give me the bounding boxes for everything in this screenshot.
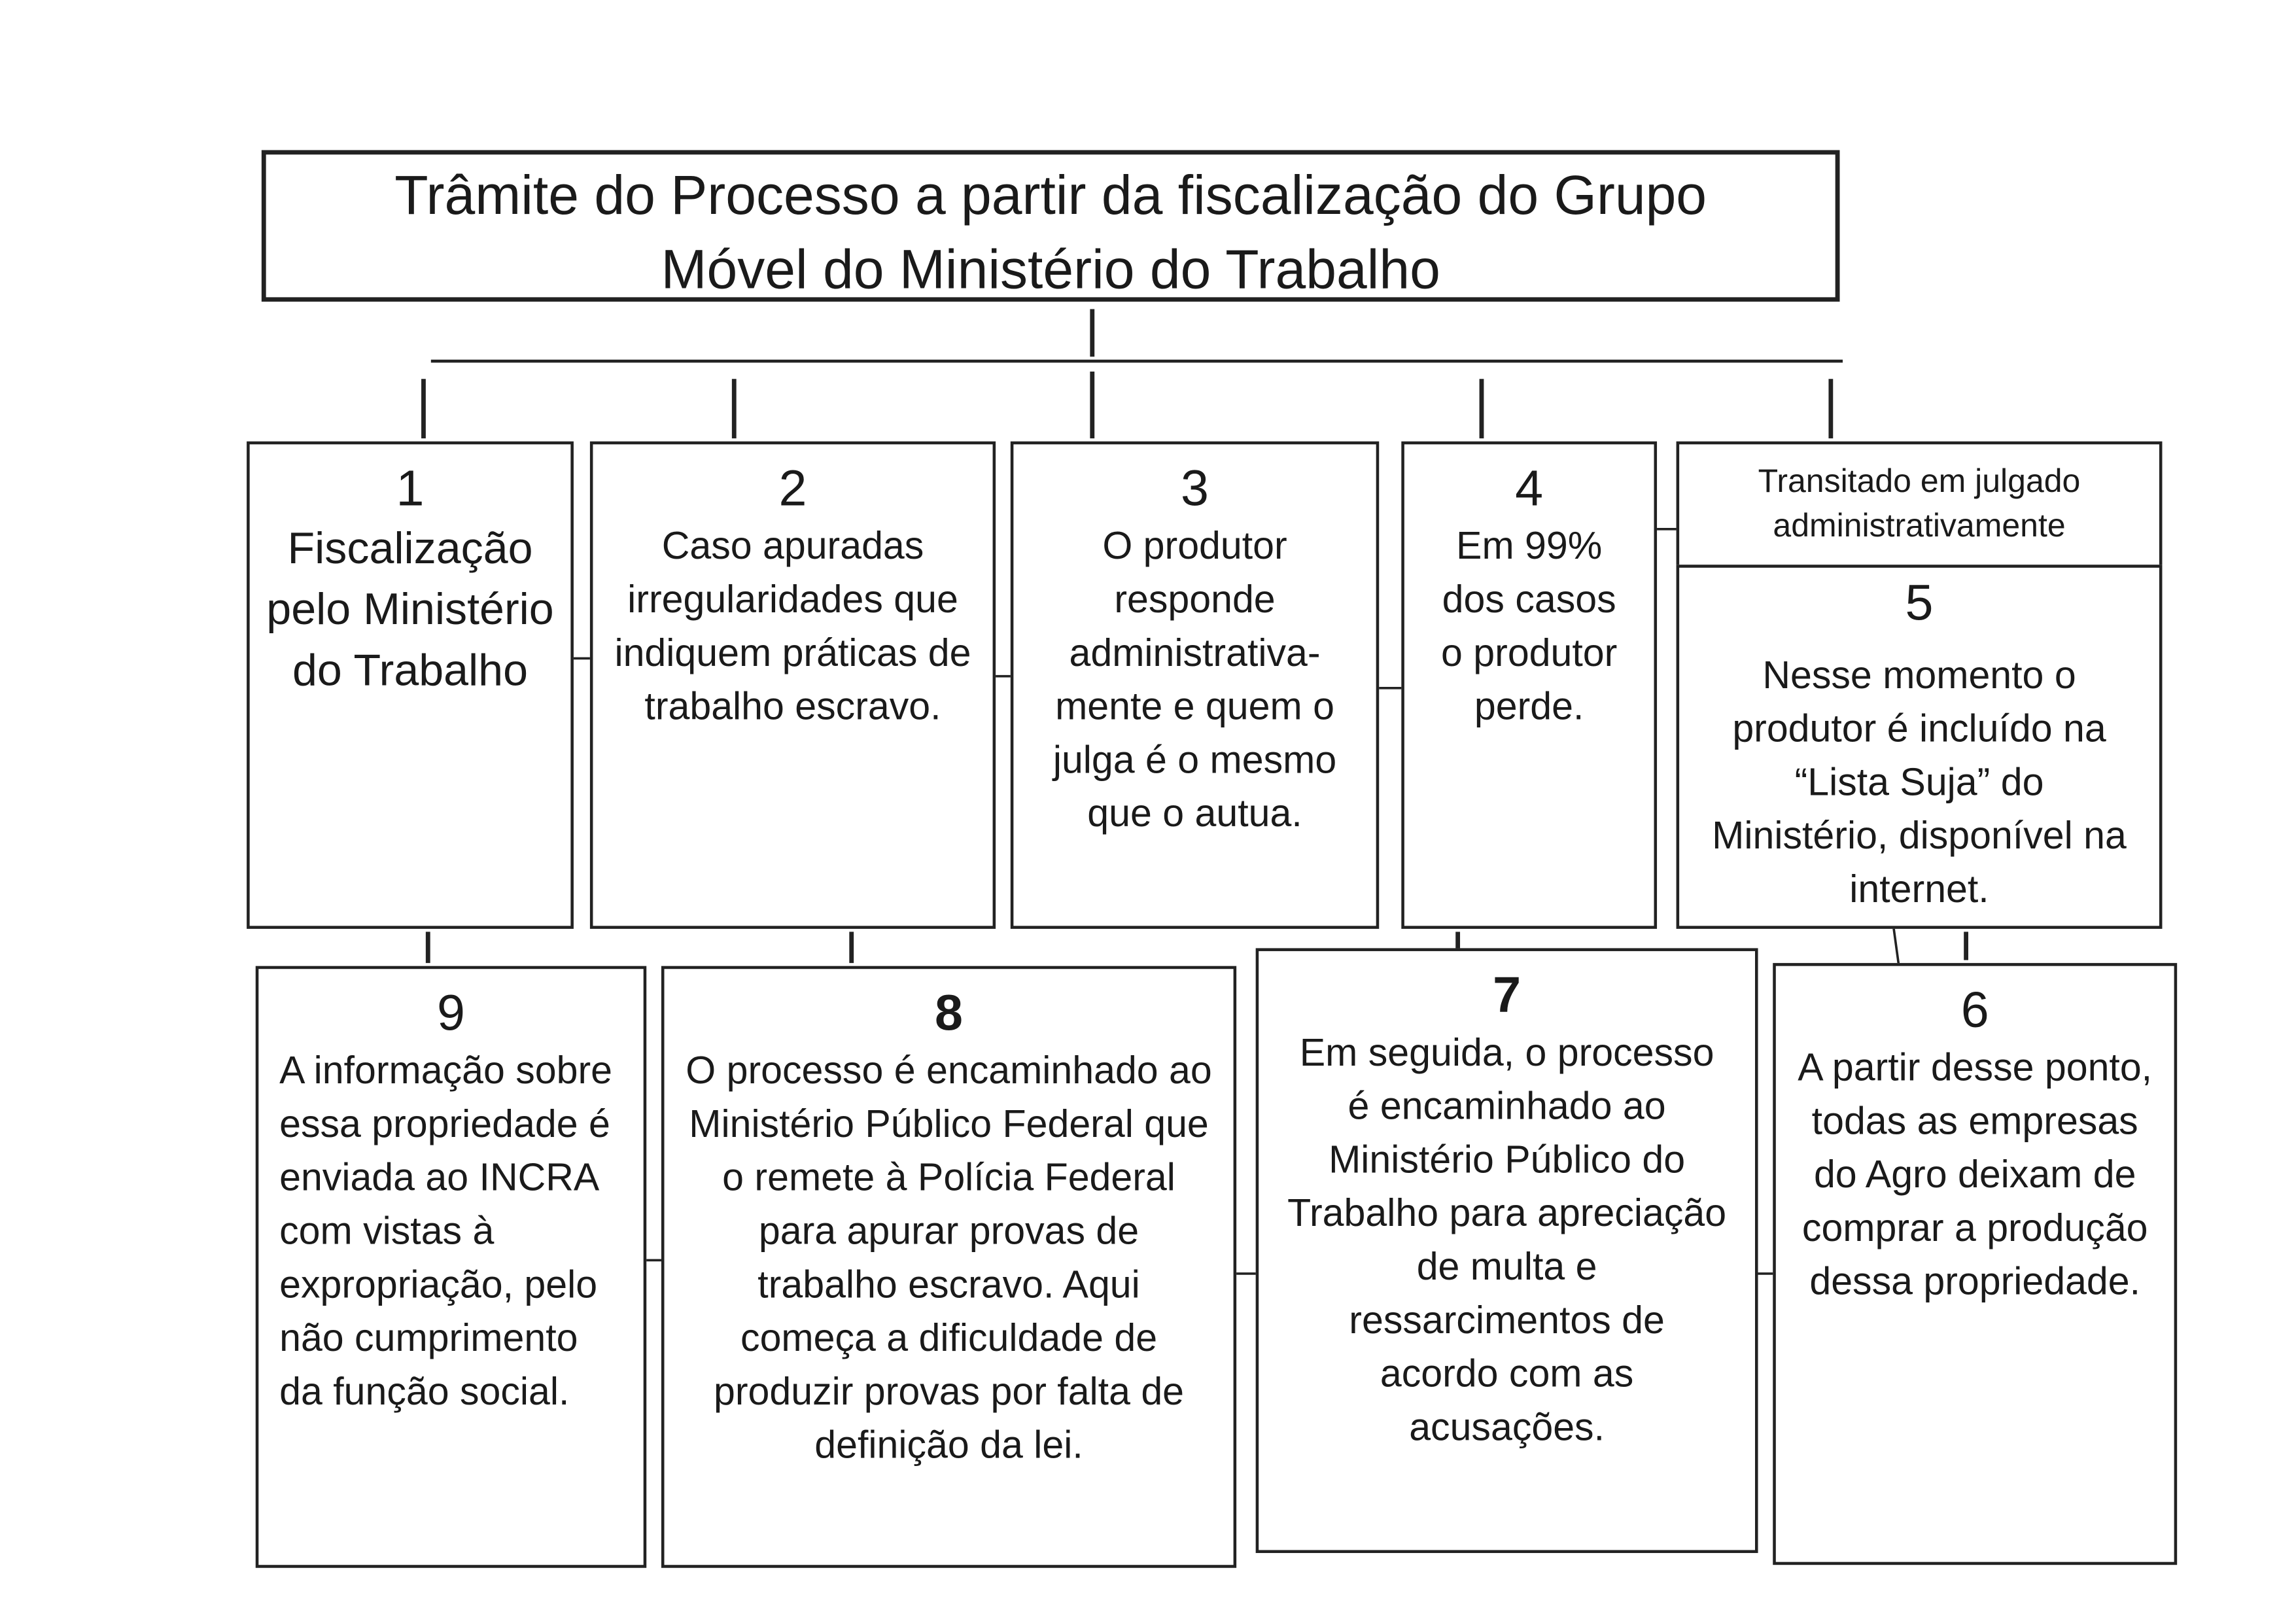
step-2-box: 2 Caso apuradas irregularidades que indi… [589, 441, 996, 929]
step-number: 4 [1515, 461, 1544, 517]
step-5-box: 5 Nesse momento o produtor é incluído na… [1676, 565, 2163, 929]
step-number: 6 [1960, 982, 1989, 1039]
step-number: 7 [1493, 967, 1522, 1024]
transit-note: Transitado em julgado administrativament… [1758, 462, 2081, 544]
step-text: A informação sobre essa propriedade é en… [279, 1047, 613, 1414]
step-number: 1 [396, 461, 425, 517]
diagram-title: Trâmite do Processo a partir da fiscaliz… [261, 150, 1840, 302]
step-7-box: 7 Em seguida, o processo é encaminhado a… [1255, 948, 1758, 1554]
step-text: O processo é encaminhado ao Ministério P… [686, 1047, 1212, 1467]
step-text: Nesse momento o produtor é incluído na “… [1712, 652, 2127, 911]
step-number: 3 [1181, 461, 1209, 517]
step-text: Em 99% dos casos o produtor perde. [1441, 523, 1618, 729]
title-line-1: Trâmite do Processo a partir da fiscaliz… [394, 165, 1707, 226]
step-number: 2 [778, 461, 807, 517]
step-number: 9 [436, 985, 465, 1042]
title-line-2: Móvel do Ministério do Trabalho [661, 239, 1440, 300]
step-number: 5 [1905, 575, 1934, 632]
step-9-box: 9 A informação sobre essa propriedade é … [255, 966, 647, 1568]
step-number: 8 [935, 985, 964, 1042]
step-5-note-box: Transitado em julgado administrativament… [1676, 441, 2163, 568]
step-8-box: 8 O processo é encaminhado ao Ministério… [661, 966, 1237, 1568]
step-text: Em seguida, o processo é encaminhado ao … [1287, 1030, 1727, 1450]
step-text: A partir desse ponto, todas as empresas … [1798, 1045, 2153, 1304]
step-4-box: 4 Em 99% dos casos o produtor perde. [1401, 441, 1658, 929]
step-text: Caso apuradas irregularidades que indiqu… [614, 523, 971, 729]
step-1-box: 1 Fiscalização pelo Ministério do Trabal… [247, 441, 574, 929]
step-text: Fiscalização pelo Ministério do Trabalho [266, 524, 554, 696]
step-text: O produtor responde administrativa-mente… [1052, 523, 1337, 835]
step-6-box: 6 A partir desse ponto, todas as empresa… [1773, 963, 2178, 1565]
step-3-box: 3 O produtor responde administrativa-men… [1010, 441, 1380, 929]
